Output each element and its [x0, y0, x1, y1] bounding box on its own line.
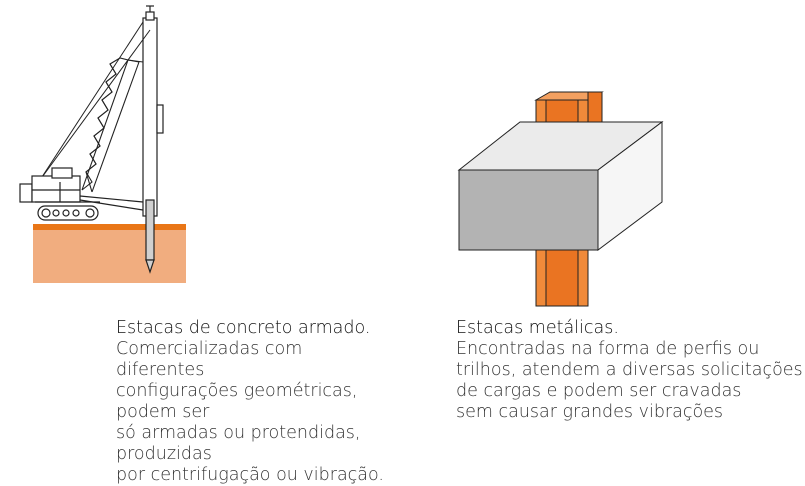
- concrete-block: [457, 121, 664, 251]
- crane-body: [19, 167, 144, 211]
- steel-pile-caption: Estacas metálicas. Encontradas na forma …: [456, 318, 805, 423]
- leader-mast: [142, 5, 164, 217]
- soil-ground: [33, 225, 186, 283]
- concrete-pile: [145, 199, 155, 274]
- concrete-pile-panel: Estacas de concreto armado. Comercializa…: [0, 0, 400, 485]
- steel-pile-title: Estacas metálicas.: [456, 318, 619, 338]
- crane-cable: [39, 21, 151, 181]
- steel-pile-description: Encontradas na forma de perfis ou trilho…: [456, 339, 803, 422]
- crawler-tracks: [35, 201, 100, 221]
- steel-beam-bottom: [535, 249, 589, 307]
- pile-driver-crane-illustration: [19, 5, 186, 283]
- concrete-pile-title: Estacas de concreto armado.: [116, 318, 371, 338]
- concrete-pile-caption: Estacas de concreto armado. Comercializa…: [116, 318, 396, 486]
- steel-pile-panel: Estacas metálicas. Encontradas na forma …: [400, 0, 805, 449]
- soil-surface: [33, 224, 186, 230]
- steel-pile-block-illustration: [457, 91, 664, 307]
- lattice-boom: [81, 57, 144, 193]
- concrete-pile-description: Comercializadas com diferentes configura…: [116, 339, 384, 485]
